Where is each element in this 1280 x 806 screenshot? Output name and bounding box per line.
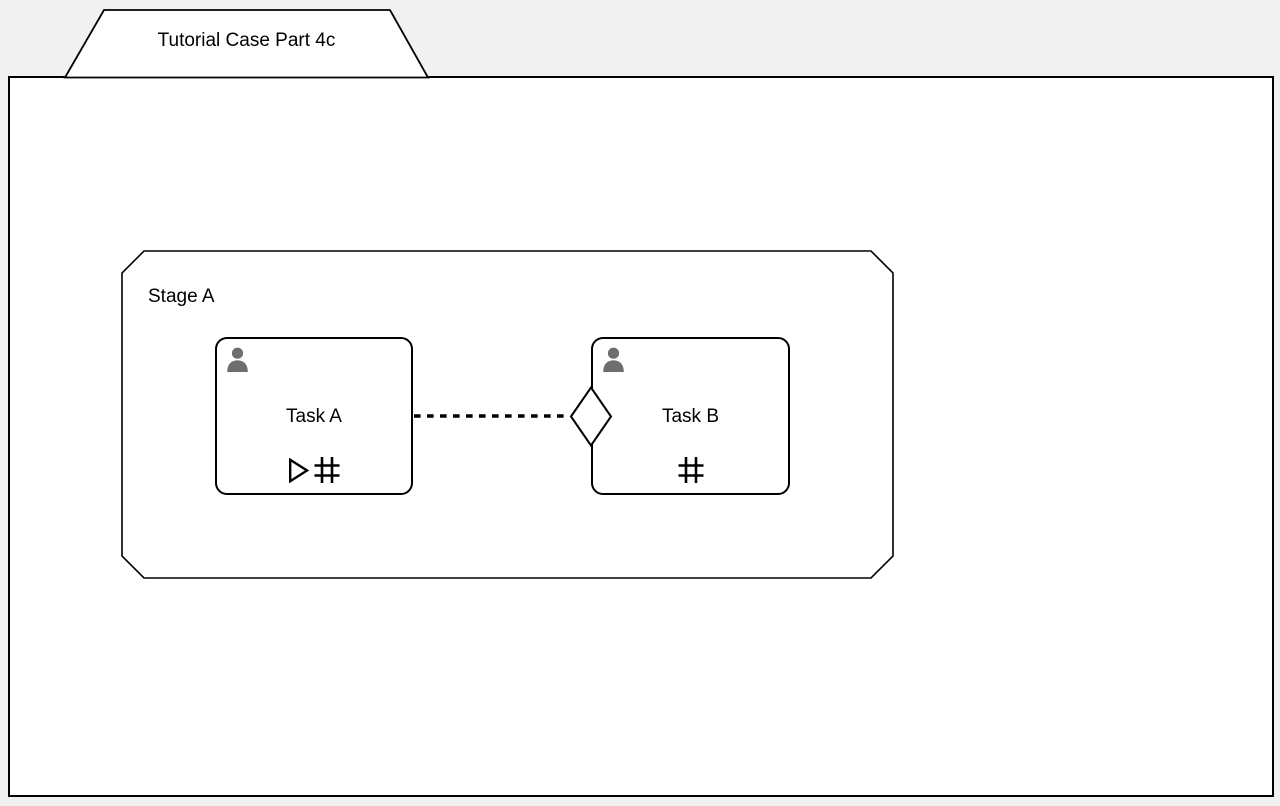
case-title-label: Tutorial Case Part 4c [157, 30, 336, 51]
task-b-label: Task B [661, 406, 720, 427]
manual-activation-marker-icon [289, 457, 310, 483]
task-a-shape[interactable]: Task A [215, 337, 413, 495]
human-task-icon [603, 347, 624, 372]
repetition-marker-icon [314, 457, 340, 483]
task-b-markers [593, 456, 788, 484]
stage-label: Stage A [148, 286, 215, 307]
task-a-markers [217, 456, 411, 484]
repetition-marker-icon [678, 457, 703, 483]
task-b-shape[interactable]: Task B [591, 337, 790, 495]
human-task-icon [227, 347, 248, 372]
case-tab-shape[interactable] [63, 9, 430, 79]
entry-criterion-sentry[interactable] [569, 385, 613, 448]
task-a-label: Task A [286, 406, 342, 427]
case-plan-model-tab[interactable] [0, 0, 440, 80]
